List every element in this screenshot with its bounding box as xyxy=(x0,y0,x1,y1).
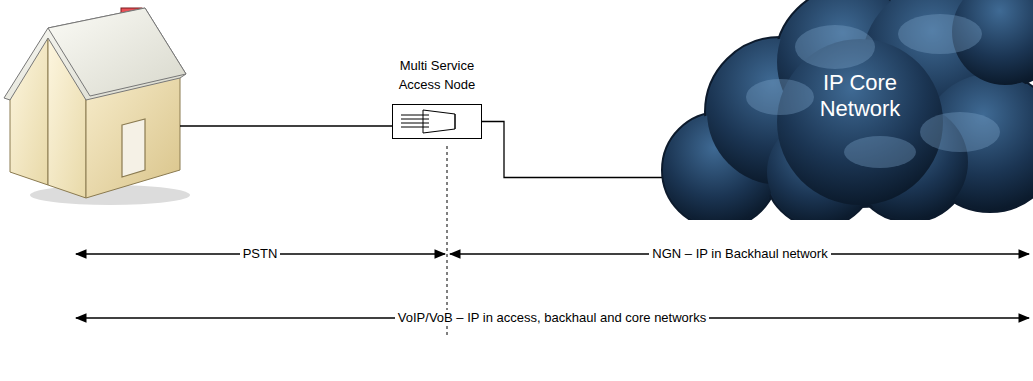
access-node-box xyxy=(392,104,482,139)
access-node-icon xyxy=(393,105,481,138)
backhaul-link xyxy=(482,122,670,178)
span-label: PSTN xyxy=(240,246,281,262)
span-label: NGN – IP in Backhaul network xyxy=(649,246,830,262)
access-node: Multi Service Access Node xyxy=(380,56,494,139)
node-heading: Multi Service Access Node xyxy=(387,56,487,94)
core-network-cloud: IP Core Network xyxy=(660,0,1033,220)
boundary-line xyxy=(447,146,448,336)
cloud-label: IP Core Network xyxy=(820,70,901,122)
span-label: VoIP/VoB – IP in access, backhaul and co… xyxy=(395,310,709,326)
house-icon xyxy=(4,8,190,205)
subscriber-line xyxy=(180,125,392,126)
